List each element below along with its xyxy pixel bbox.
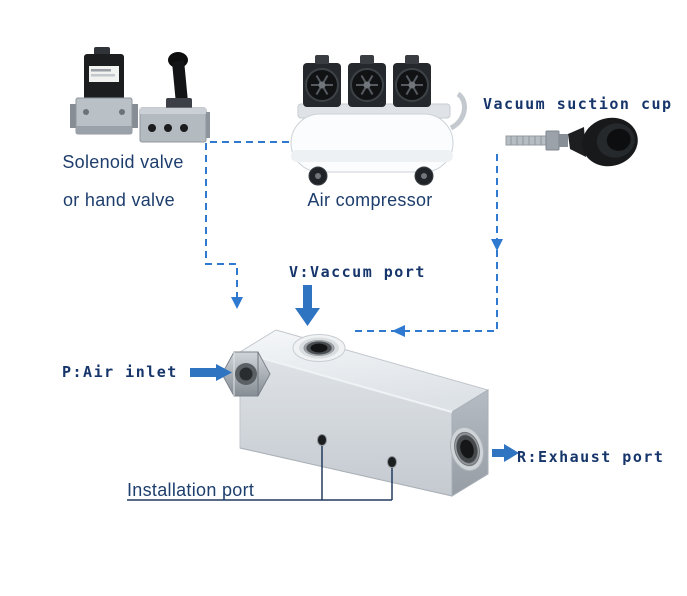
installation-port-label: Installation port xyxy=(127,480,255,500)
vacuum-port-arrow down-arrow-icon xyxy=(295,285,320,326)
vacuum-generator-block xyxy=(221,329,490,497)
arrowhead-down-icon xyxy=(491,239,503,251)
arrowhead-down-icon xyxy=(231,297,243,309)
arrowhead-left-icon xyxy=(392,325,405,337)
solenoid-valve-label-line2: or hand valve xyxy=(63,190,175,210)
exhaust-port-label: R:Exhaust port xyxy=(517,448,665,466)
air-compressor-icon xyxy=(290,54,467,186)
installation-hole-2 xyxy=(387,456,397,468)
vacuum-port-top xyxy=(292,334,346,362)
solenoid-valve-label-line1: Solenoid valve xyxy=(62,152,184,172)
vacuum-suction-cup-icon xyxy=(505,117,638,167)
exhaust-port-arrow right-arrow-icon xyxy=(492,444,519,462)
air-inlet-hex-fitting xyxy=(221,351,271,397)
solenoid-valve-icon xyxy=(70,47,138,135)
hand-valve-icon xyxy=(139,52,210,143)
vacuum-port-label: V:Vaccum port xyxy=(289,263,426,281)
air-compressor-label: Air compressor xyxy=(307,190,433,210)
exhaust-port-right xyxy=(449,426,485,472)
air-inlet-arrow right-arrow-icon xyxy=(190,364,232,381)
dashed-supply-line xyxy=(205,141,289,309)
vacuum-suction-cup-label: Vacuum suction cup xyxy=(483,95,673,113)
installation-hole-1 xyxy=(317,434,327,446)
installation-port-leader-lines xyxy=(127,446,393,501)
dashed-vacuum-line xyxy=(350,154,503,337)
air-inlet-label: P:Air inlet xyxy=(62,363,178,381)
